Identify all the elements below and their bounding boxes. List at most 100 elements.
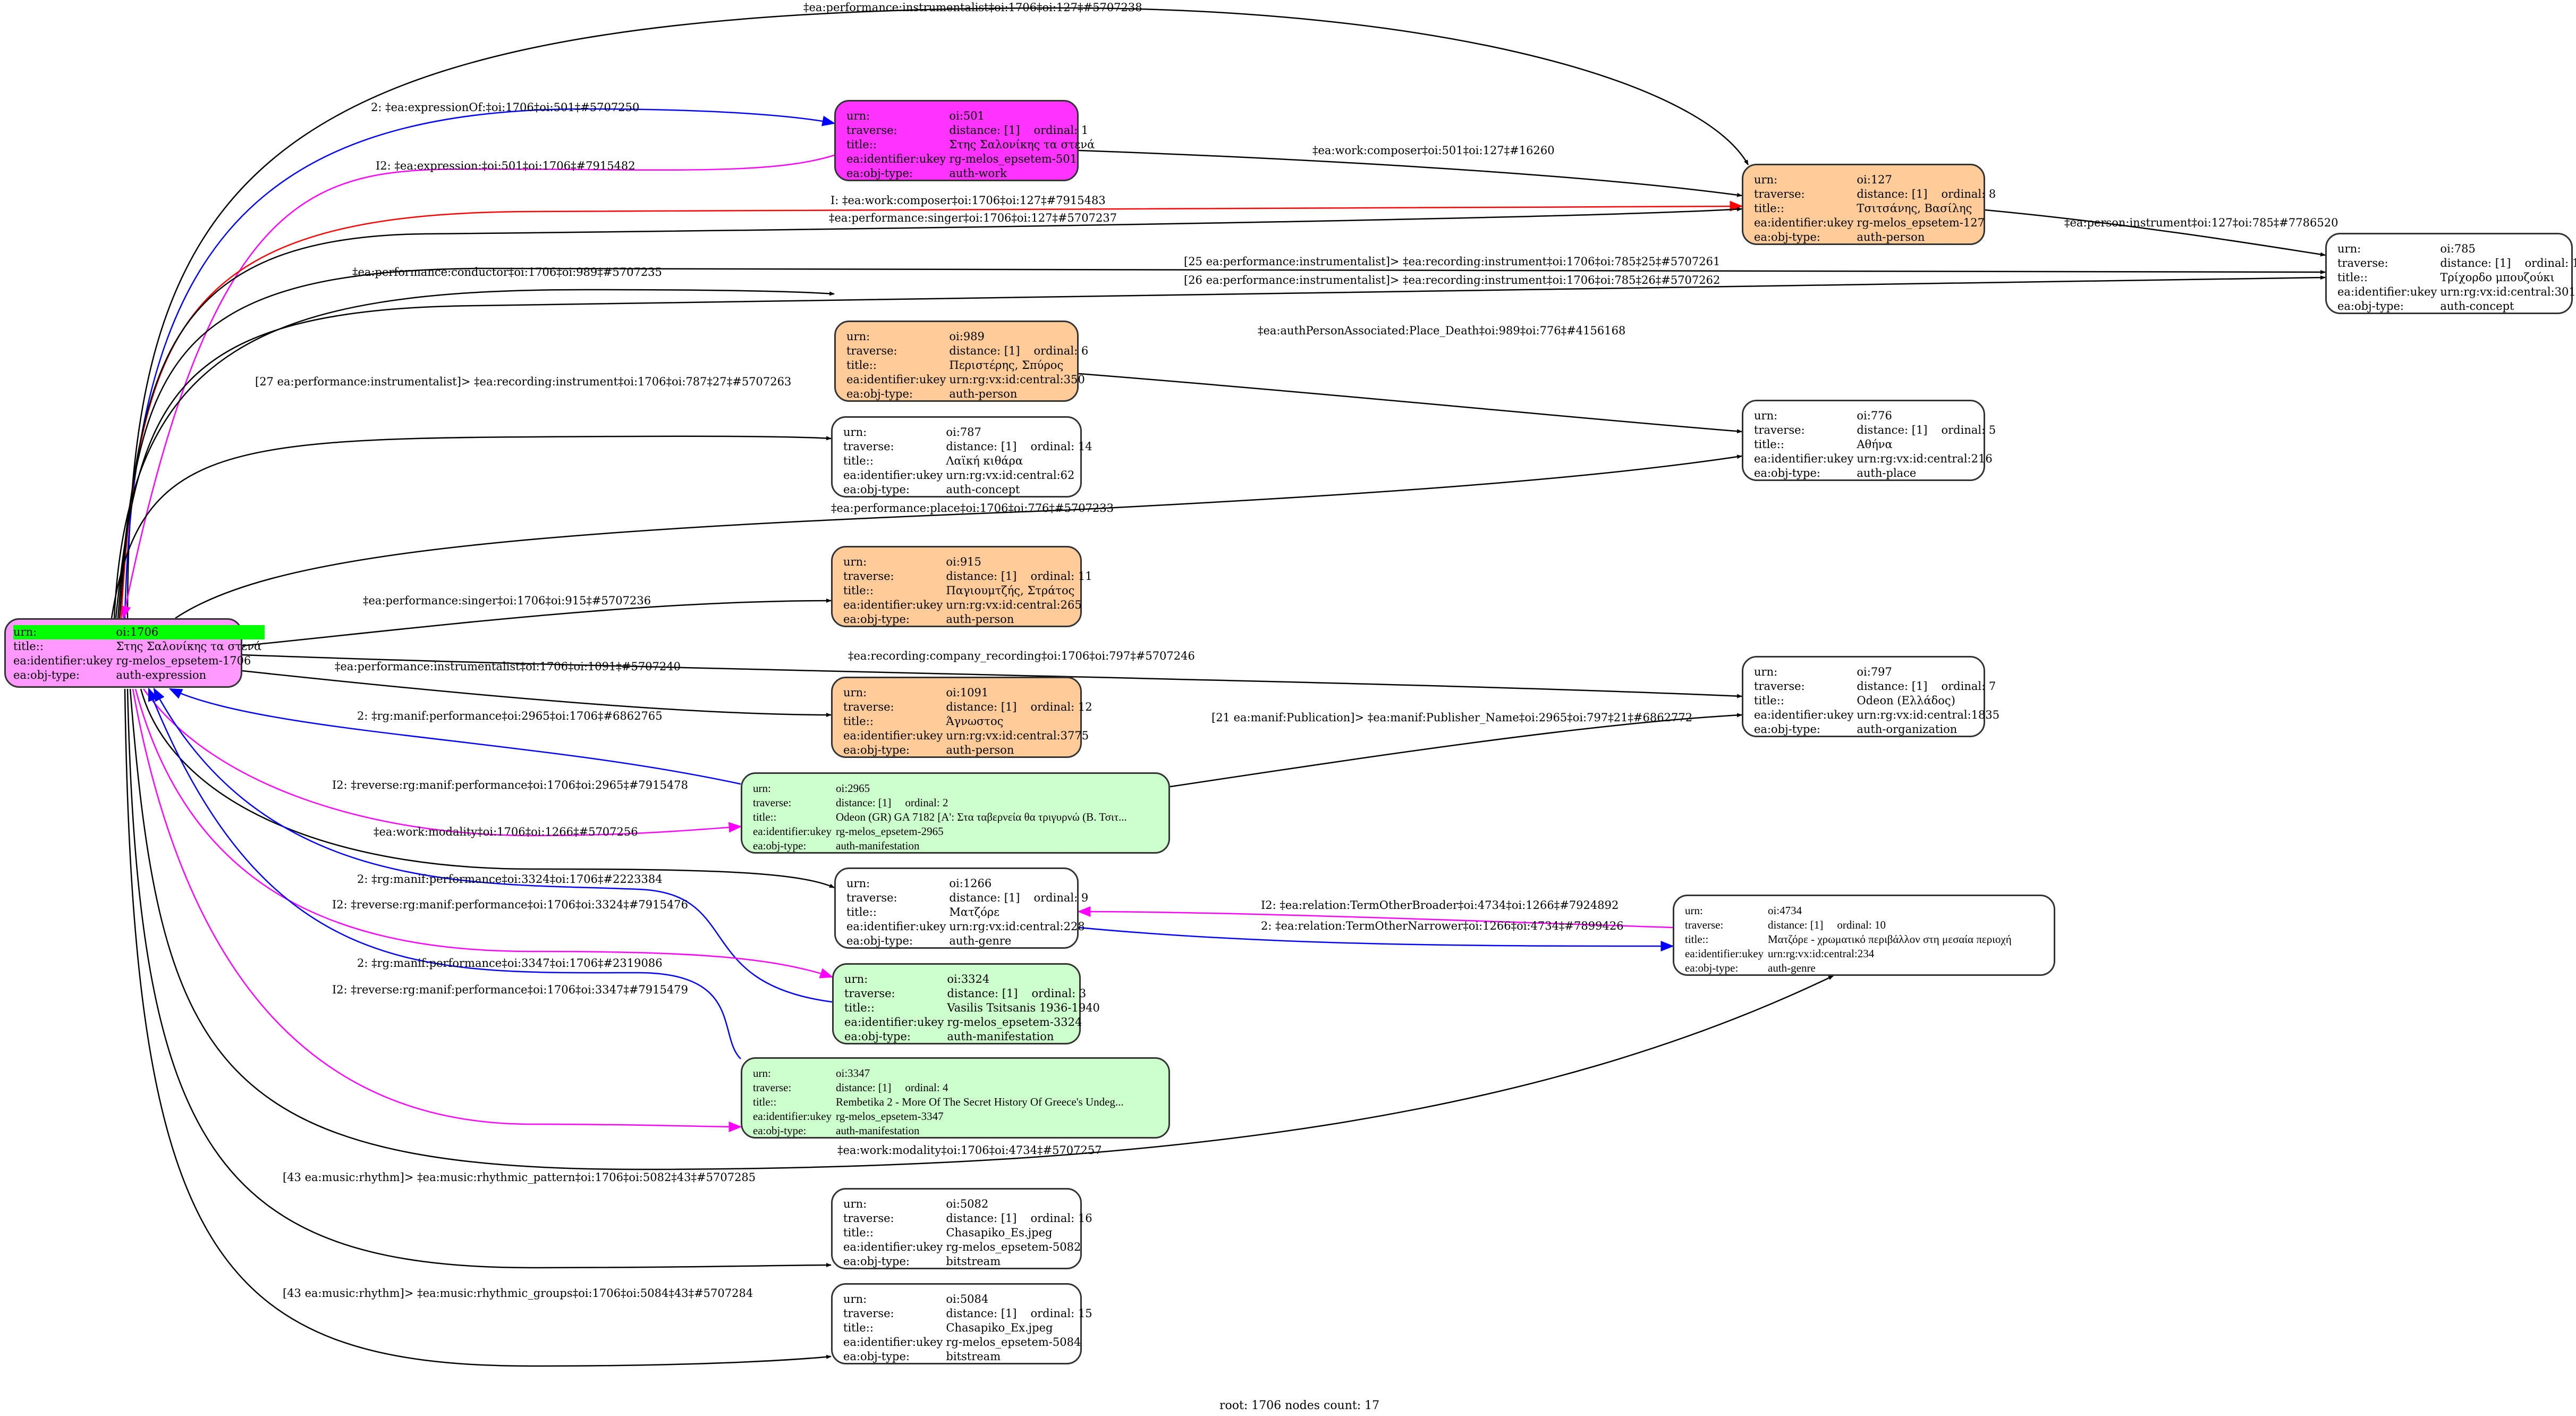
node-ordinal: ordinal: 3 <box>1031 987 1087 1000</box>
node-traverse: distance: [1]ordinal: 9 <box>949 891 1091 905</box>
node-distance: distance: [1] <box>946 440 1017 453</box>
node-field-label: ea:obj-type: <box>1754 467 1820 479</box>
node-field-label: traverse: <box>843 570 894 583</box>
node-field-label: traverse: <box>753 796 792 809</box>
node-urn: oi:5082 <box>946 1198 989 1210</box>
node-objtype: auth-person <box>946 744 1014 756</box>
node-field-label: traverse: <box>1754 680 1805 693</box>
node-title: Ματζόρε <box>949 906 999 918</box>
edge-501-to-127 <box>1078 149 1742 197</box>
node-field-label: ea:obj-type: <box>843 1350 910 1363</box>
node-objtype: auth-manifestation <box>836 839 920 852</box>
node-field-label: title:: <box>843 454 874 467</box>
node-field-label: ea:obj-type: <box>843 613 910 626</box>
node-ukey: urn:rg:vx:id:central:350 <box>949 373 1085 386</box>
node-field-label: traverse: <box>844 987 895 1000</box>
edge-label: I2: ‡reverse:rg:manif:performance‡oi:170… <box>332 898 688 911</box>
node-field-label: traverse: <box>1754 188 1805 200</box>
node-ukey: rg-melos_epsetem-5082 <box>946 1241 1081 1253</box>
node-distance: distance: [1] <box>1768 918 1824 931</box>
node-ukey: urn:rg:vx:id:central:265 <box>946 599 1082 611</box>
edge-1706-to-989 <box>113 289 835 619</box>
node-field-label: ea:identifier:ukey <box>1685 947 1764 960</box>
node-objtype: auth-person <box>946 613 1014 626</box>
edge-label: [25 ea:performance:instrumentalist]> ‡ea… <box>1184 255 1721 268</box>
edge-label: 2: ‡rg:manif:performance‡oi:3347‡oi:1706… <box>357 957 663 970</box>
node-distance: distance: [1] <box>946 1212 1017 1225</box>
node-field-label: traverse: <box>846 124 897 137</box>
node-ukey: rg-melos_epsetem-1706 <box>116 654 251 667</box>
node-field-label: ea:identifier:ukey <box>843 1336 943 1348</box>
node-field-label: ea:identifier:ukey <box>843 469 943 482</box>
node-field-label: title:: <box>13 640 44 653</box>
edge-label: 2: ‡ea:expressionOf:‡oi:1706‡oi:501‡#570… <box>371 101 640 114</box>
edge-label: ‡ea:person:instrument‡oi:127‡oi:785‡#778… <box>2064 216 2338 229</box>
node-objtype: bitstream <box>946 1255 1001 1268</box>
node-ukey: urn:rg:vx:id:central:228 <box>949 920 1085 933</box>
node-objtype: auth-place <box>1857 467 1917 479</box>
edge-label: ‡ea:work:modality‡oi:1706‡oi:4734‡#57072… <box>837 1144 1102 1157</box>
node-field-label: urn: <box>843 555 867 568</box>
edge-label: [43 ea:music:rhythm]> ‡ea:music:rhythmic… <box>283 1171 756 1184</box>
node-field-label: urn: <box>846 877 870 890</box>
node-field-label: ea:obj-type: <box>13 669 80 681</box>
node-field-label: ea:obj-type: <box>1685 962 1739 974</box>
node-field-label: ea:identifier:ukey <box>1754 709 1854 721</box>
node-ordinal: ordinal: 15 <box>1030 1307 1092 1320</box>
edge-label: I2: ‡reverse:rg:manif:performance‡oi:170… <box>332 779 688 791</box>
node-field-label: ea:identifier:ukey <box>1754 216 1854 229</box>
node-field-label: ea:obj-type: <box>843 1255 910 1268</box>
node-ordinal: ordinal: 9 <box>1033 891 1089 904</box>
node-traverse: distance: [1]ordinal: 1 <box>949 123 1098 138</box>
node-field-label: ea:identifier:ukey <box>844 1016 944 1029</box>
node-urn: oi:785 <box>2440 242 2476 255</box>
node-field-label: urn: <box>1754 665 1778 678</box>
edge-1706-to-4734 <box>129 688 1834 1170</box>
edge-label: ‡ea:performance:instrumentalist‡oi:1706‡… <box>803 1 1142 14</box>
node-objtype: bitstream <box>946 1350 1001 1363</box>
node-traverse: distance: [1] ordinal: 3 <box>947 987 1103 1001</box>
edge-label: ‡ea:performance:instrumentalist‡oi:1706‡… <box>335 660 681 673</box>
node-title: Τρίχορδο μπουζούκι <box>2440 271 2555 284</box>
edge-127-to-785 <box>1985 209 2326 257</box>
node-ukey: rg-melos_epsetem-3347 <box>836 1110 944 1123</box>
edge-label: I2: ‡ea:expression:‡oi:501‡oi:1706‡#7915… <box>376 159 635 172</box>
edge-501-to-1706 <box>120 154 835 620</box>
node-field-label: ea:identifier:ukey <box>1754 452 1854 465</box>
node-field-label: ea:identifier:ukey <box>846 153 946 165</box>
node-title: Παγιουμτζής, Στράτος <box>946 584 1075 597</box>
node-field-label: ea:obj-type: <box>843 483 910 496</box>
node-field-label: ea:identifier:ukey <box>753 825 832 838</box>
edge-1706-to-127 <box>118 207 1742 619</box>
edge-4734-to-1266 <box>1077 906 1673 929</box>
node-field-label: title:: <box>843 1321 874 1334</box>
edge-3347-to-1706 <box>148 687 741 1059</box>
node-field-label: ea:identifier:ukey <box>843 599 943 611</box>
node-field-label: ea:obj-type: <box>844 1030 911 1043</box>
node-ordinal: ordinal: 11 <box>1030 570 1092 583</box>
node-field-label: urn: <box>1685 904 1703 917</box>
edge-label: ‡ea:work:composer‡oi:501‡oi:127‡#16260 <box>1312 144 1555 157</box>
node-distance: distance: [1] <box>946 1307 1017 1320</box>
node-distance: distance: [1] <box>947 987 1018 1000</box>
node-field-label: ea:obj-type: <box>843 744 910 756</box>
node-ordinal: ordinal: 1 <box>1033 124 1089 137</box>
node-field-label: title:: <box>2337 271 2368 284</box>
